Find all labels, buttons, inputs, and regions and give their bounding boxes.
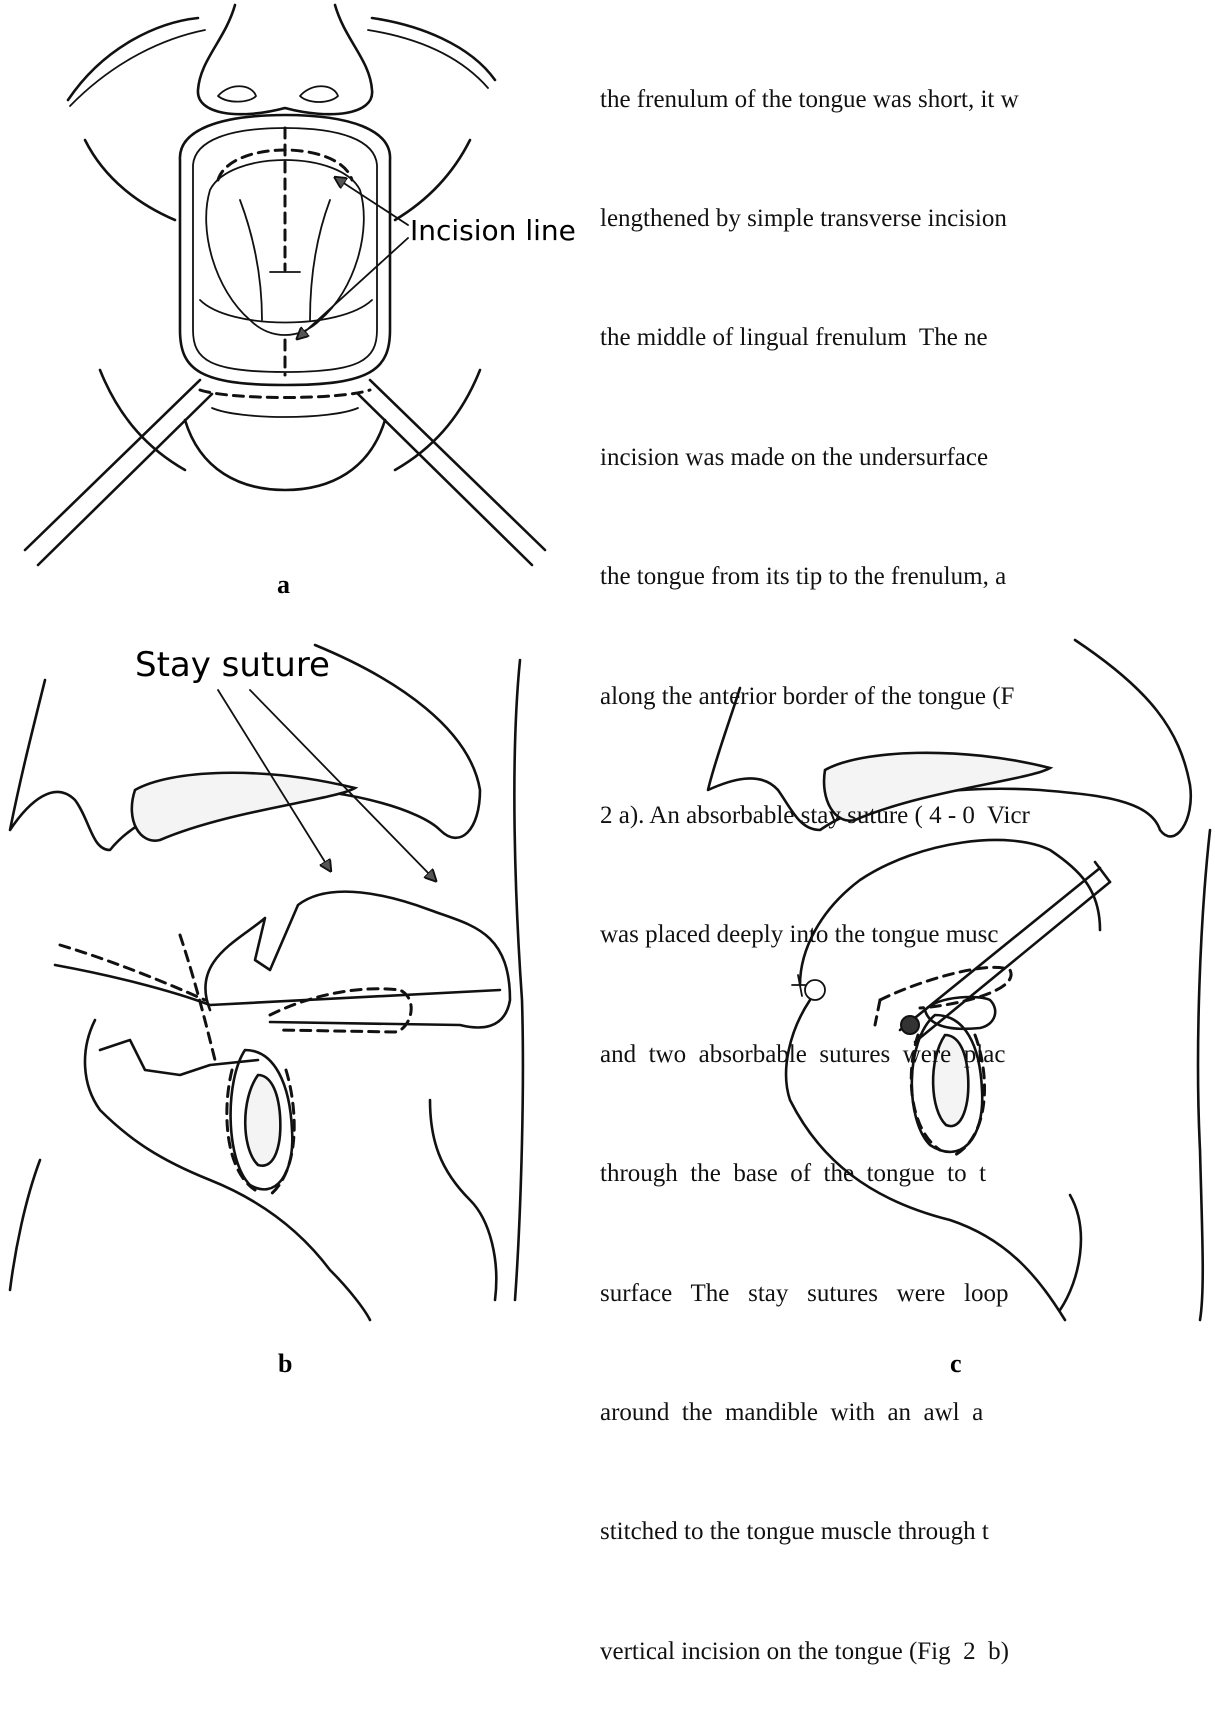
left-nostril [218,86,256,101]
lower-lip-profile [100,1040,258,1075]
callout-arrow-lower [298,238,408,338]
paragraph-line: and two absorbable sutures were plac [600,1035,1215,1075]
floor-of-mouth [200,300,372,323]
body-paragraph: the frenulum of the tongue was short, it… [600,0,1215,1711]
paragraph-line: vertical incision on the tongue (Fig 2 b… [600,1632,1215,1672]
figure-a: Incision line a [25,5,576,599]
left-cheek [85,140,175,220]
frenulum-incision [200,390,370,398]
paragraph-line: the tongue from its tip to the frenulum,… [600,557,1215,597]
paragraph-line: around the mandible with an awl a [600,1393,1215,1433]
tongue-base-line [55,965,500,1005]
right-nostril [300,86,338,102]
tongue-pulled [205,892,510,1028]
neck-line [10,1160,40,1290]
mandible-bone [245,1075,280,1166]
lower-jaw-contour [85,1020,370,1320]
paragraph-line: incision was made on the undersurface [600,438,1215,478]
paragraph-line: surface The stay sutures were loop [600,1274,1215,1314]
figure-page: Incision line a Stay suture b [0,0,1215,1377]
left-eyelid [68,18,198,100]
nose [198,5,372,114]
paragraph-line: the middle of lingual frenulum The ne [600,318,1215,358]
left-jaw [100,370,185,470]
paragraph-line: along the anterior border of the tongue … [600,677,1215,717]
lower-lip [212,408,358,417]
panel-label-a: a [277,570,290,599]
right-cheek [395,140,470,220]
paragraph-line: 2 a). An absorbable stay suture ( 4 - 0 … [600,796,1215,836]
tongue-crease-right [310,200,330,320]
palate-bone [132,773,355,841]
right-retractor [370,380,545,550]
callout-arrow-upper [336,178,408,225]
paragraph-line: the frenulum of the tongue was short, it… [600,80,1215,120]
panel-label-b: b [278,1349,292,1377]
left-retractor [25,380,200,550]
original-tongue-dashed [60,945,205,1000]
right-jaw [395,370,480,470]
figure-b: Stay suture b [10,645,523,1377]
stay-suture-label: Stay suture [135,645,330,685]
pharynx-wall [514,660,523,1300]
paragraph-line: lengthened by simple transverse incision [600,199,1215,239]
right-retractor-edge [358,394,532,565]
tongue-crease-left [240,200,262,320]
paragraph-line: was placed deeply into the tongue musc [600,915,1215,955]
paragraph-line: through the base of the tongue to t [600,1154,1215,1194]
chin [185,420,385,490]
throat-line [430,1100,496,1300]
paragraph-line: stitched to the tongue muscle through t [600,1512,1215,1552]
right-lash-line [368,30,488,88]
left-retractor-edge [38,394,212,565]
incision-line-label: Incision line [410,214,576,247]
left-lash-line [70,30,205,106]
